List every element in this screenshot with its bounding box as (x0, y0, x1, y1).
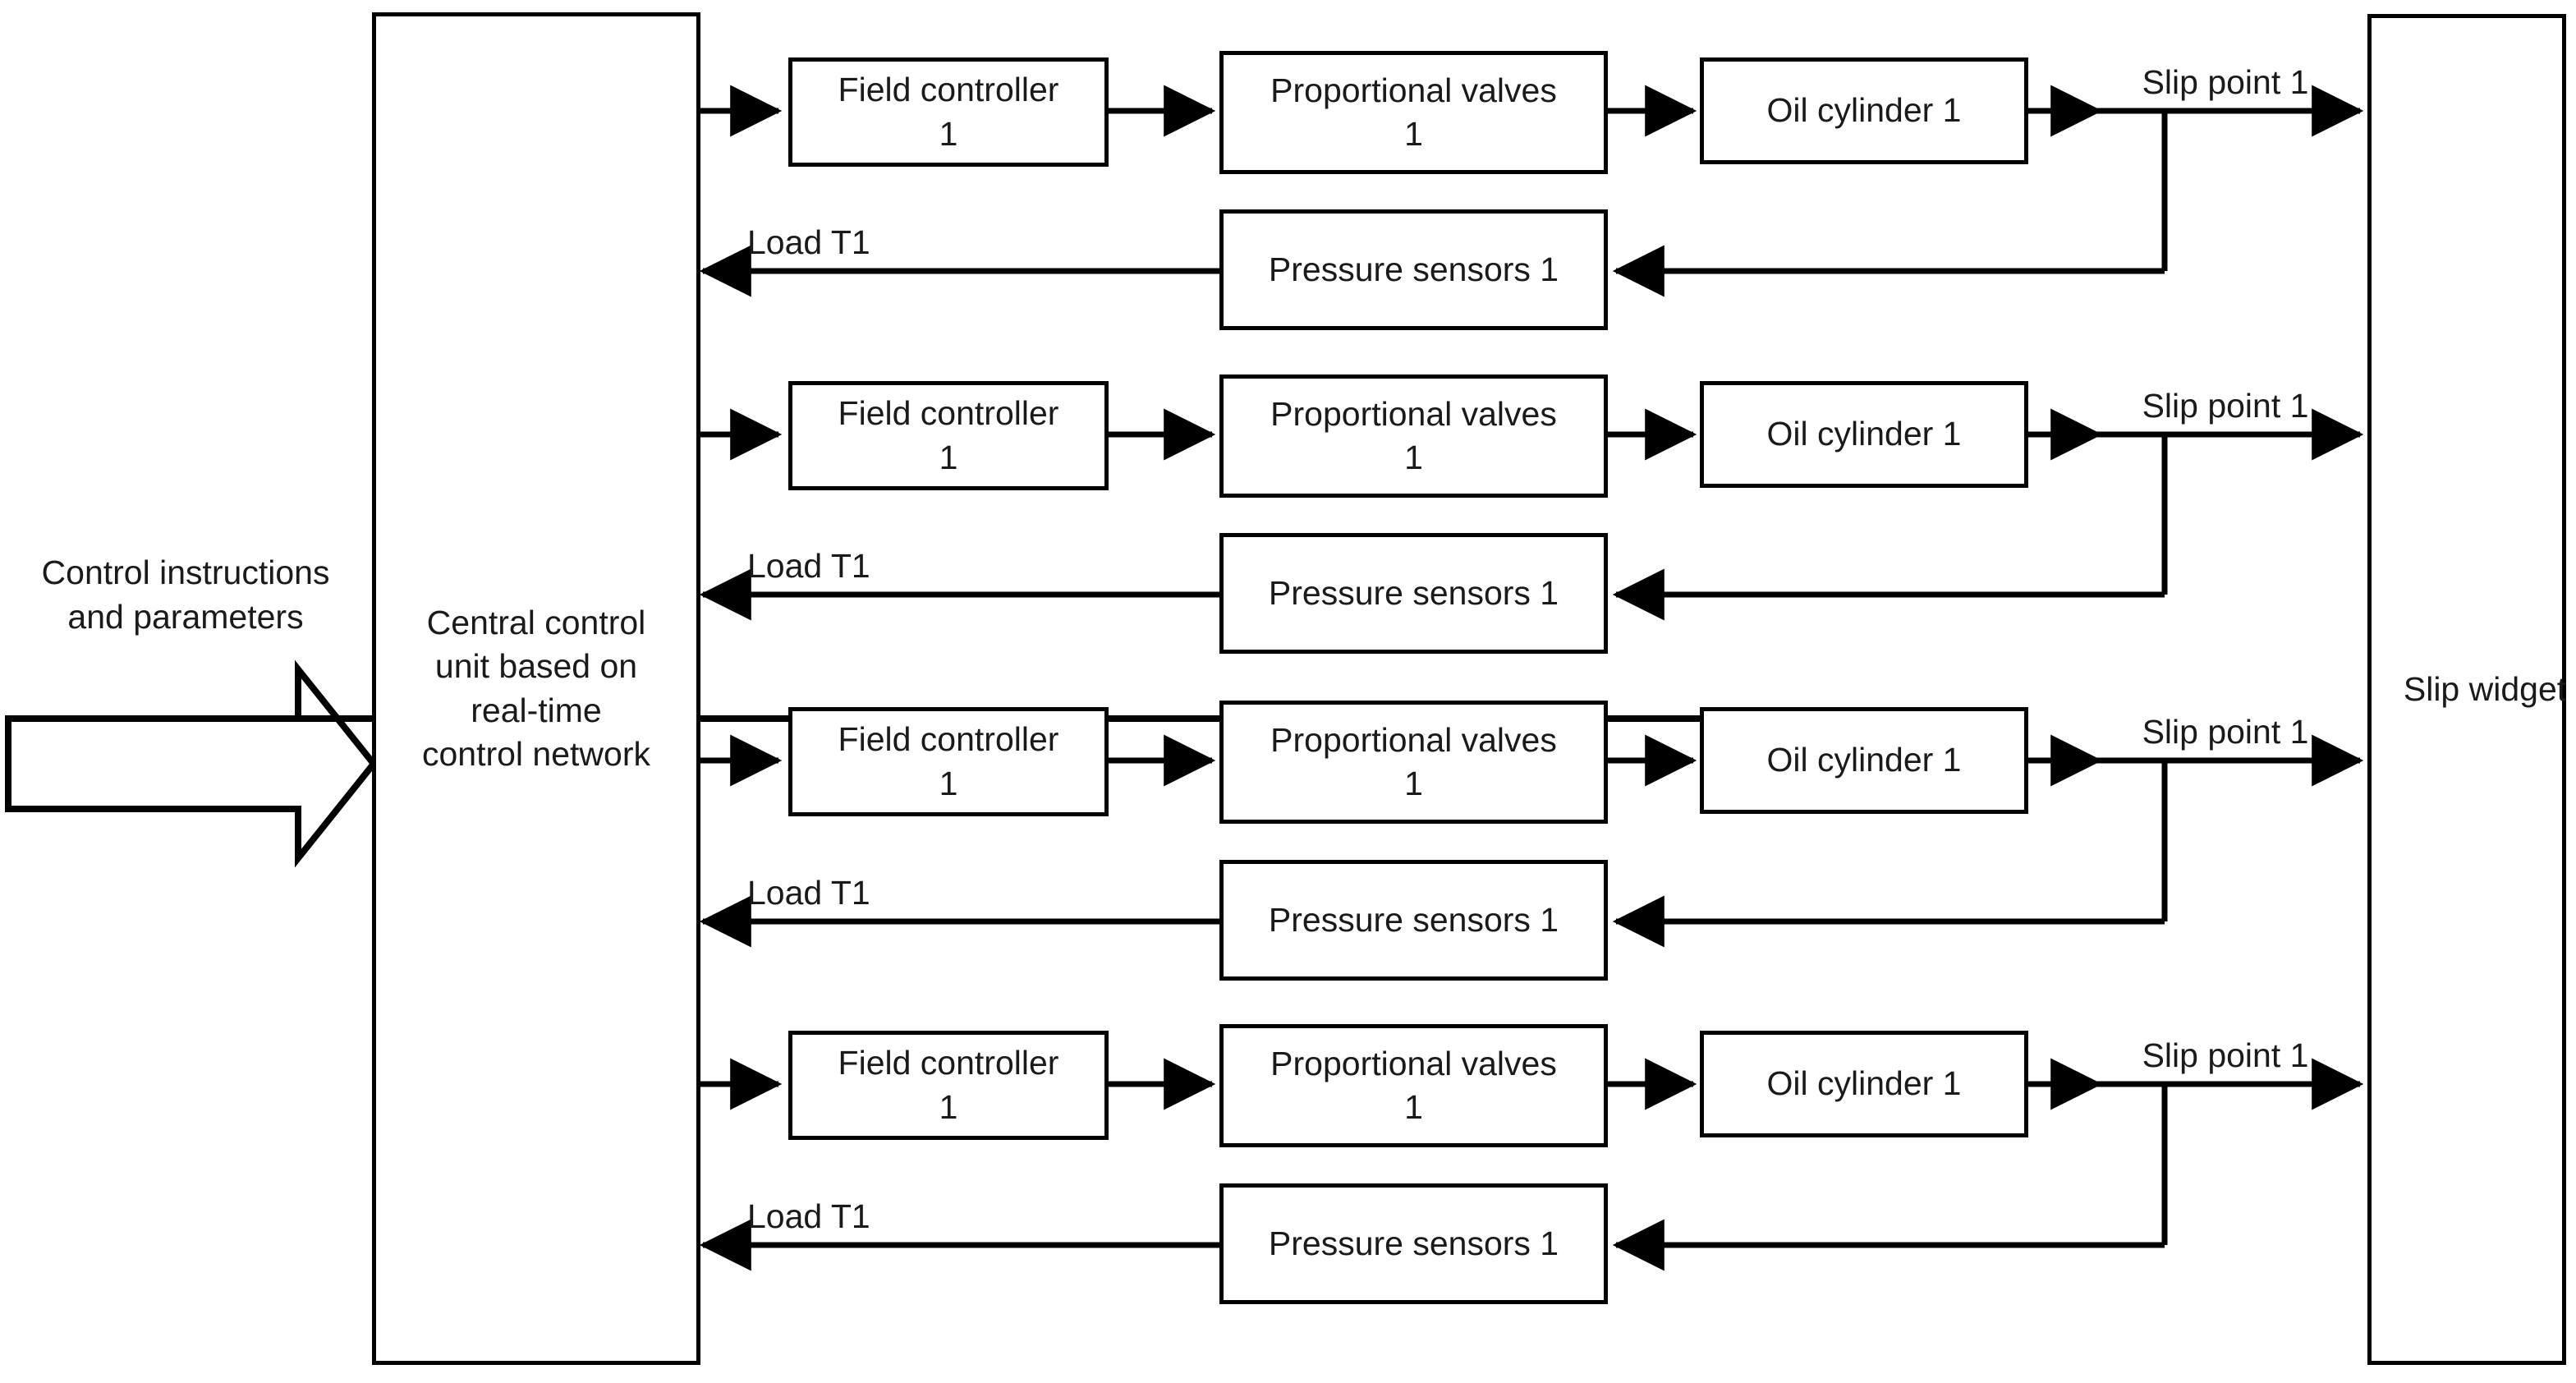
oil-cylinder-box-4[interactable]: Oil cylinder 1 (1700, 1031, 2028, 1137)
pressure-sensors-label-2: Pressure sensors 1 (1268, 573, 1559, 612)
slip-widget-box[interactable]: Slip widget (2367, 14, 2566, 1365)
field-controller-label-2: Field controller 1 (838, 394, 1059, 476)
field-controller-label-3: Field controller 1 (838, 720, 1059, 802)
oil-cylinder-label-3: Oil cylinder 1 (1766, 741, 1962, 779)
control-instructions-label: Control instructions and parameters (41, 554, 330, 636)
load-feedback-label-3: Load T1 (747, 874, 870, 912)
central-control-unit-box[interactable]: Central control unit based on real-time … (372, 12, 700, 1365)
pressure-sensors-box-4[interactable]: Pressure sensors 1 (1219, 1183, 1608, 1304)
slip-point-label-1: Slip point 1 (2142, 63, 2309, 101)
field-controller-box-1[interactable]: Field controller 1 (788, 57, 1109, 167)
load-feedback-label-4: Load T1 (747, 1197, 870, 1235)
load-feedback-label-1: Load T1 (747, 223, 870, 261)
slip-point-label-4: Slip point 1 (2142, 1036, 2309, 1074)
proportional-valves-label-2: Proportional valves 1 (1270, 394, 1557, 476)
slip-point-label-3: Slip point 1 (2142, 713, 2309, 751)
proportional-valves-label-3: Proportional valves 1 (1270, 720, 1557, 802)
pressure-sensors-label-4: Pressure sensors 1 (1268, 1224, 1559, 1262)
proportional-valves-box-2[interactable]: Proportional valves 1 (1219, 374, 1608, 498)
central-control-unit-label: Central control unit based on real-time … (421, 603, 650, 773)
load-feedback-label-2: Load T1 (747, 547, 870, 585)
pressure-sensors-box-1[interactable]: Pressure sensors 1 (1219, 209, 1608, 330)
field-controller-box-4[interactable]: Field controller 1 (788, 1031, 1109, 1140)
proportional-valves-label-4: Proportional valves 1 (1270, 1044, 1557, 1126)
oil-cylinder-label-2: Oil cylinder 1 (1766, 415, 1962, 453)
proportional-valves-box-1[interactable]: Proportional valves 1 (1219, 51, 1608, 174)
pressure-sensors-box-2[interactable]: Pressure sensors 1 (1219, 533, 1608, 654)
field-controller-box-2[interactable]: Field controller 1 (788, 381, 1109, 490)
field-controller-box-3[interactable]: Field controller 1 (788, 707, 1109, 816)
proportional-valves-box-3[interactable]: Proportional valves 1 (1219, 701, 1608, 824)
proportional-valves-label-1: Proportional valves 1 (1270, 71, 1557, 153)
proportional-valves-box-4[interactable]: Proportional valves 1 (1219, 1024, 1608, 1147)
oil-cylinder-box-2[interactable]: Oil cylinder 1 (1700, 381, 2028, 488)
pressure-sensors-label-1: Pressure sensors 1 (1268, 250, 1559, 288)
slip-point-label-2: Slip point 1 (2142, 387, 2309, 425)
oil-cylinder-box-3[interactable]: Oil cylinder 1 (1700, 707, 2028, 814)
pressure-sensors-label-3: Pressure sensors 1 (1268, 900, 1559, 939)
field-controller-label-4: Field controller 1 (838, 1044, 1059, 1126)
slip-widget-label: Slip widget (2403, 669, 2567, 708)
pressure-sensors-box-3[interactable]: Pressure sensors 1 (1219, 860, 1608, 981)
oil-cylinder-box-1[interactable]: Oil cylinder 1 (1700, 57, 2028, 164)
oil-cylinder-label-1: Oil cylinder 1 (1766, 91, 1962, 130)
field-controller-label-1: Field controller 1 (838, 71, 1059, 153)
oil-cylinder-label-4: Oil cylinder 1 (1766, 1064, 1962, 1103)
